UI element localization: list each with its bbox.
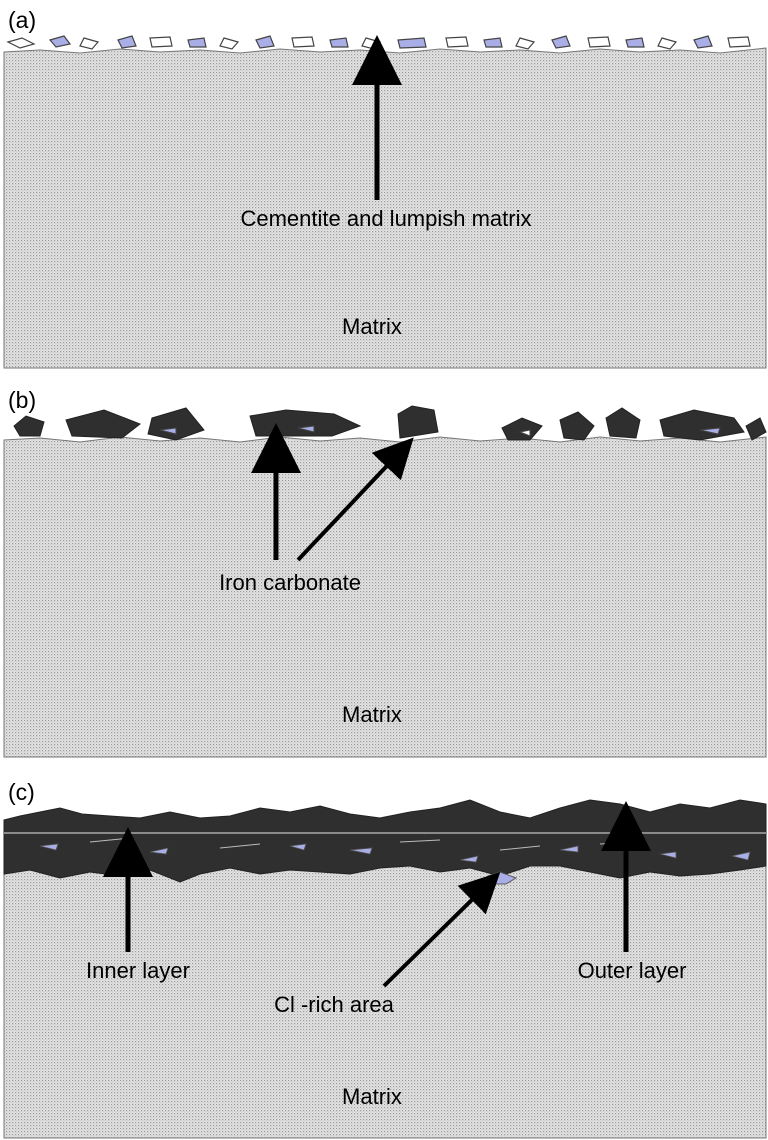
panel-b-matrix: [3, 436, 767, 758]
panel-b-cementite-remnants: [159, 425, 721, 437]
panel-b-matrix-label: Matrix: [342, 702, 402, 727]
panel-b: (b) Iron carbonate Matrix: [3, 387, 767, 758]
panel-a-layer-label: Cementite and lumpish matrix: [240, 206, 531, 231]
panel-c-corrosion-scale: [3, 799, 767, 883]
panel-c-scale-inclusions: [39, 843, 751, 863]
panel-c-cl-arrow: [382, 871, 501, 988]
panel-c: (c) Inner layer Cl -rich area: [3, 779, 767, 1139]
panel-b-iron-carbonate-crystals: [13, 405, 767, 441]
panel-c-tag: (c): [8, 779, 35, 805]
panel-c-cl-label: Cl -rich area: [274, 992, 395, 1017]
panel-c-inner-label: Inner layer: [86, 958, 190, 983]
panel-c-matrix-label: Matrix: [342, 1084, 402, 1109]
panel-c-outer-label: Outer layer: [578, 958, 687, 983]
panel-b-layer-label: Iron carbonate: [219, 570, 361, 595]
panel-a-tag: (a): [8, 7, 36, 33]
panel-b-tag: (b): [8, 387, 36, 413]
panel-a-matrix: [3, 47, 767, 369]
panel-a-cementite-fragments: [6, 35, 751, 50]
panel-b-arrow-2: [296, 437, 414, 562]
panel-a-matrix-label: Matrix: [342, 314, 402, 339]
panel-a: (a) Cementite and lu: [3, 7, 767, 369]
